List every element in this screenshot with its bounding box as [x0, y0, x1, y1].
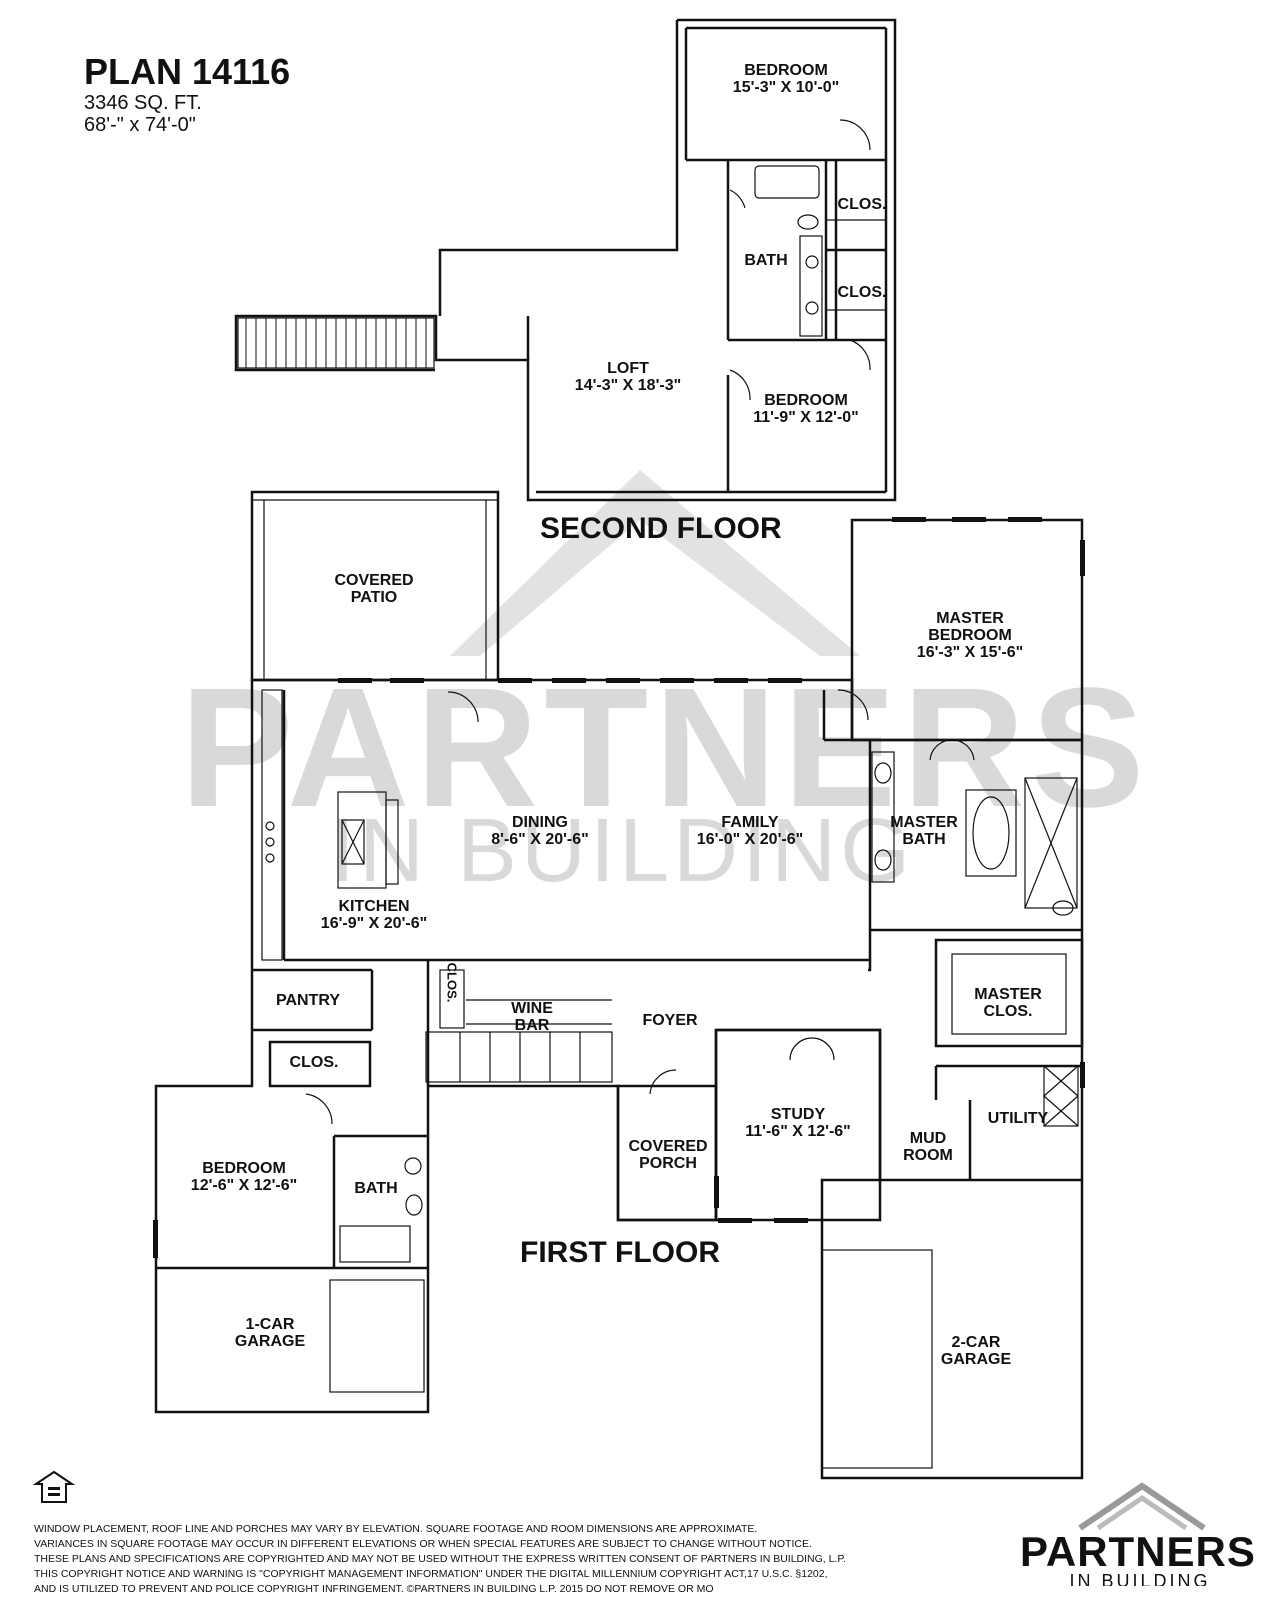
- watermark-in-building: IN BUILDING: [330, 801, 915, 901]
- garage-2-door: [821, 1249, 933, 1469]
- washer-dryer: [1043, 1065, 1079, 1127]
- lower-stair: [425, 1031, 613, 1083]
- room-closet-upper-1: CLOS.: [837, 196, 887, 213]
- room-bath-lower: BATH: [354, 1180, 398, 1197]
- logo-sub: IN BUILDING: [1069, 1574, 1211, 1586]
- room-utility: UTILITY: [987, 1110, 1049, 1127]
- second-floor-title: SECOND FLOOR: [540, 512, 782, 545]
- room-closet-lower: CLOS.: [289, 1054, 339, 1071]
- room-closet-upper-2: CLOS.: [837, 284, 887, 301]
- upper-bath-fixtures: [729, 119, 871, 401]
- upper-door-swing: [839, 119, 871, 151]
- room-foyer: FOYER: [642, 1012, 698, 1029]
- master-vanity: [871, 751, 895, 883]
- plan-name: PLAN 14116: [84, 51, 291, 92]
- stair-closet: [439, 969, 465, 1029]
- windows: [153, 517, 1085, 1258]
- tub-frame: [965, 789, 1017, 877]
- lower-tub: [339, 1225, 411, 1263]
- shower: [1024, 777, 1078, 909]
- lower-toilet: [405, 1194, 423, 1216]
- plan-dimensions: 68'-" x 74'-0": [84, 114, 196, 136]
- partners-logo: PARTNERS IN BUILDING: [1020, 1484, 1260, 1587]
- garage-1-door: [329, 1279, 425, 1393]
- room-pantry: PANTRY: [276, 992, 340, 1009]
- kitchen-counter: [261, 689, 283, 961]
- kitchen-island: [337, 791, 387, 889]
- plan-area: 3346 SQ. FT.: [84, 92, 202, 114]
- equal-housing-icon: [32, 1470, 76, 1503]
- watermark-roof-shape: [450, 470, 860, 656]
- upper-tub: [754, 165, 820, 199]
- upper-toilet: [797, 214, 819, 230]
- first-floor-title: FIRST FLOOR: [520, 1236, 720, 1269]
- upper-vanity: [799, 235, 823, 337]
- logo-brand: PARTNERS: [1020, 1528, 1256, 1575]
- room-bath-upper: BATH: [744, 252, 788, 269]
- tub: [972, 796, 1010, 870]
- watermark-partners: PARTNERS: [180, 653, 1151, 843]
- master-toilet: [1052, 900, 1074, 916]
- copyright-disclaimer: WINDOW PLACEMENT, ROOF LINE AND PORCHES …: [34, 1523, 846, 1595]
- logo-roof-icon: [1078, 1482, 1206, 1531]
- upper-stair-treads: [245, 318, 427, 368]
- plan-title-block: PLAN 14116 3346 SQ. FT. 68'-" x 74'-0": [84, 51, 291, 137]
- room-closet-stair: CLOS.: [444, 962, 460, 1003]
